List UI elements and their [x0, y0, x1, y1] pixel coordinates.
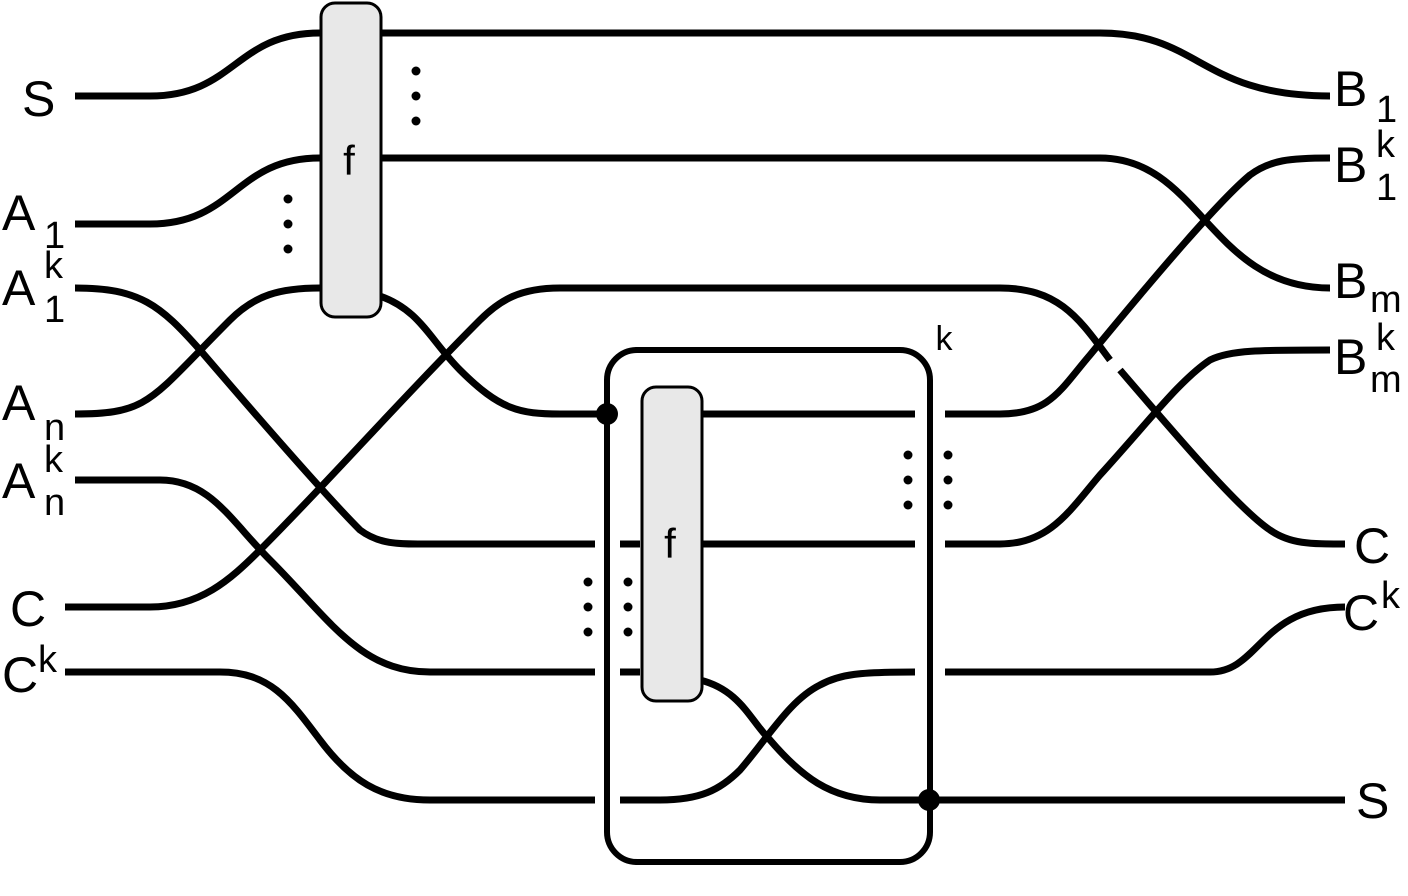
input-label-c: C [10, 581, 46, 637]
wire-inner-cross-b [620, 668, 916, 804]
svg-text:1: 1 [1376, 167, 1397, 209]
svg-text:n: n [44, 407, 65, 449]
svg-text:S: S [22, 71, 55, 127]
output-label-b1k: B k 1 [1334, 124, 1397, 209]
wire-c-out [1117, 367, 1346, 548]
svg-text:1: 1 [1376, 89, 1397, 131]
svg-text:k: k [44, 245, 64, 287]
node-right [918, 789, 940, 811]
inner-f-label: f [664, 520, 676, 567]
svg-text:k: k [1376, 124, 1396, 166]
ellipsis-inner-left [583, 577, 633, 637]
wire-b1-out [380, 29, 1331, 100]
wire-b1k-out [945, 154, 1331, 418]
node-left [596, 403, 618, 425]
svg-text:A: A [2, 375, 36, 431]
outer-f-box [319, 1, 383, 319]
wire-bm-out [380, 154, 1331, 292]
ellipsis-outer-left [283, 194, 293, 254]
svg-text:S: S [1356, 773, 1389, 829]
output-label-b1: B 1 [1334, 61, 1397, 131]
output-label-s: S [1356, 773, 1389, 829]
wire-c-in [65, 284, 1113, 611]
k-frame [604, 347, 933, 865]
svg-text:m: m [1370, 279, 1402, 321]
wire-inner-cross-a [699, 676, 930, 804]
svg-text:A: A [2, 260, 36, 316]
output-label-c: C [1354, 518, 1390, 574]
svg-text:k: k [44, 439, 64, 481]
input-label-ank: A k n [2, 439, 65, 524]
input-label-ck: C k [2, 639, 58, 703]
wire-outer-to-inner [378, 292, 612, 418]
svg-text:A: A [2, 453, 36, 509]
input-label-a1k: A k 1 [2, 245, 65, 331]
svg-text:C: C [10, 581, 46, 637]
svg-text:C: C [1343, 585, 1379, 641]
svg-text:B: B [1334, 253, 1367, 309]
svg-text:C: C [2, 647, 38, 703]
k-frame-label: k [936, 320, 954, 358]
output-label-ck: C k [1343, 575, 1401, 641]
wire-an-in [74, 284, 321, 418]
input-label-s: S [22, 71, 55, 127]
svg-text:k: k [1381, 575, 1401, 617]
input-label-a1: A 1 [2, 185, 65, 257]
wire-ck-out [945, 603, 1346, 676]
ellipsis-outer-right [411, 66, 421, 126]
wire-bmk-out [945, 346, 1331, 548]
wire-a1-in [75, 154, 321, 228]
svg-text:1: 1 [44, 215, 65, 257]
wire-ck-in [65, 668, 595, 804]
svg-text:n: n [44, 482, 65, 524]
wire-s-in [75, 29, 321, 100]
svg-text:C: C [1354, 518, 1390, 574]
output-label-bmk: B k m [1334, 317, 1402, 401]
svg-text:A: A [2, 185, 36, 241]
svg-text:k: k [38, 639, 58, 681]
ellipsis-inner-right [903, 450, 953, 510]
wire-ank-in [75, 476, 595, 676]
svg-text:1: 1 [44, 289, 65, 331]
svg-text:B: B [1334, 329, 1367, 385]
wire-a1k-in [74, 284, 595, 548]
output-label-bm: B m [1334, 253, 1402, 321]
svg-text:m: m [1370, 359, 1402, 401]
svg-text:k: k [1376, 317, 1396, 359]
input-label-an: A n [2, 375, 65, 449]
svg-text:B: B [1334, 61, 1367, 117]
outer-f-label: f [343, 137, 355, 184]
inner-f-box [640, 385, 704, 703]
svg-text:B: B [1334, 137, 1367, 193]
